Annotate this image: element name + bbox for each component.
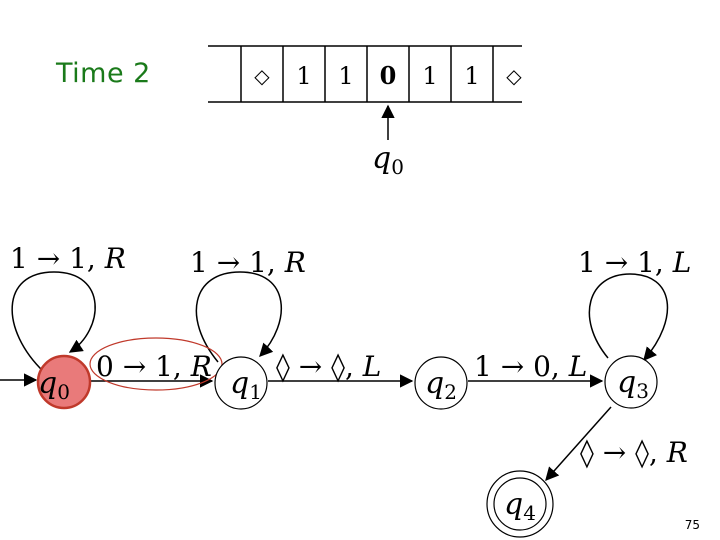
- state-q1: q1: [214, 356, 268, 410]
- tape-cell: 1: [422, 62, 437, 90]
- label-q3-loop: 1 → 1, L: [578, 246, 691, 279]
- tape-cell-head: 0: [380, 61, 397, 90]
- edge-q3-q4: [545, 406, 612, 482]
- tape-cell: 1: [338, 62, 353, 90]
- state-q3-label: q3: [617, 365, 649, 403]
- state-q0: q0: [36, 354, 92, 410]
- state-q4: q4: [486, 470, 554, 538]
- state-q2: q2: [414, 356, 468, 410]
- active-transition-highlight: [89, 337, 223, 391]
- label-q2-q3: 1 → 0, L: [474, 350, 587, 383]
- label-q0-q1: 0 → 1, R: [96, 350, 212, 383]
- label-q3-q4: ◊ → ◊, R: [580, 436, 688, 469]
- state-q4-label: q4: [504, 487, 536, 525]
- read-head: q0: [372, 104, 404, 179]
- q0-self-loop: [11, 271, 96, 373]
- tape-cell: ◇: [506, 64, 522, 88]
- label-q1-q2: ◊ → ◊, L: [276, 350, 381, 383]
- label-q1-loop: 1 → 1, R: [190, 246, 306, 279]
- state-q2-circle: [414, 356, 468, 410]
- tape: ◇ 1 1 0 1 1 ◇: [208, 45, 522, 103]
- tape-cell: ◇: [254, 64, 270, 88]
- state-q1-circle: [214, 356, 268, 410]
- state-q4-inner-circle: [493, 477, 547, 531]
- state-q3: q3: [604, 355, 658, 409]
- q1-self-loop: [195, 271, 282, 363]
- slide-title: Time 2: [56, 58, 151, 89]
- state-q2-label: q2: [425, 366, 457, 404]
- q3-self-loop: [588, 273, 669, 362]
- tape-cell: 1: [464, 62, 479, 90]
- state-q0-circle: [36, 354, 92, 410]
- page-number: 75: [684, 518, 700, 532]
- label-q0-loop: 1 → 1, R: [10, 242, 126, 275]
- head-state-label: q0: [372, 141, 404, 179]
- tape-cell: 1: [296, 62, 311, 90]
- state-q3-circle: [604, 355, 658, 409]
- state-q0-label: q0: [38, 366, 70, 404]
- state-q1-label: q1: [230, 366, 262, 404]
